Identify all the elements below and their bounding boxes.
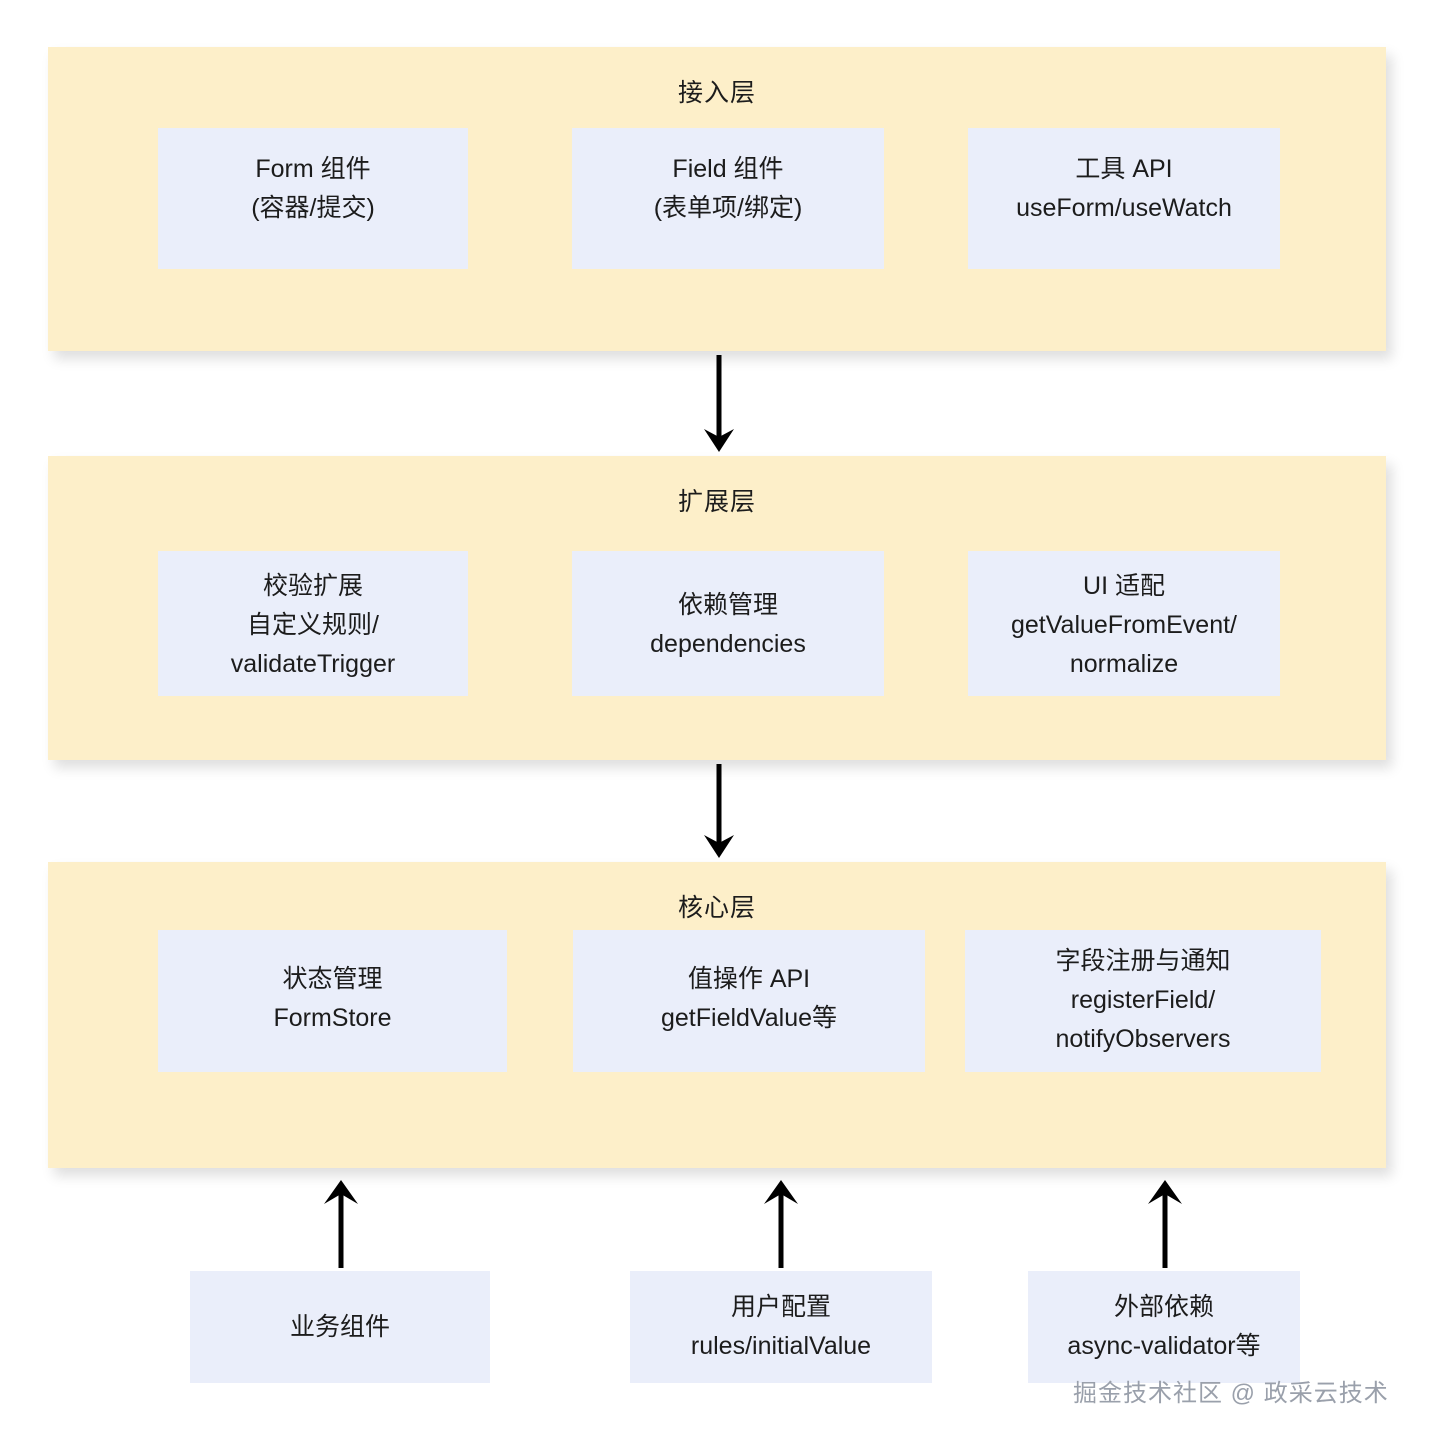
source-line-1: 业务组件: [289, 1312, 390, 1341]
module-line-2: FormStore: [273, 1004, 392, 1032]
module-value-operation-api: 值操作 API getFieldValue等: [573, 930, 925, 1072]
module-line-1: Field 组件: [672, 155, 784, 183]
module-line-1: UI 适配: [1083, 572, 1165, 600]
module-tool-api: 工具 API useForm/useWatch: [968, 128, 1280, 269]
module-field-register-notify: 字段注册与通知 registerField/ notifyObservers: [965, 930, 1321, 1072]
module-dependency-management: 依赖管理 dependencies: [572, 551, 884, 696]
source-line-2: async-validator等: [1067, 1332, 1261, 1360]
module-line-2: (容器/提交): [251, 194, 375, 222]
module-line-1: 校验扩展: [262, 572, 363, 600]
arrow-external-to-core-icon: [1148, 1180, 1182, 1268]
source-line-1: 用户配置: [730, 1293, 831, 1321]
module-line-2: (表单项/绑定): [653, 194, 803, 222]
layer-title-access: 接入层: [677, 79, 756, 107]
module-line-3: validateTrigger: [230, 650, 396, 678]
source-external-dependency: 外部依赖 async-validator等: [1028, 1271, 1300, 1383]
arrow-config-to-core-icon: [764, 1180, 798, 1268]
module-line-2: dependencies: [650, 630, 806, 658]
module-line-1: Form 组件: [255, 155, 371, 183]
module-validation-extension: 校验扩展 自定义规则/ validateTrigger: [158, 551, 468, 696]
module-state-management: 状态管理 FormStore: [158, 930, 507, 1072]
layer-panel-core: 核心层 状态管理 FormStore 值操作 API getFieldValue…: [48, 862, 1386, 1168]
layer-title-core: 核心层: [677, 894, 756, 922]
source-line-2: rules/initialValue: [690, 1332, 872, 1360]
layer-panel-extension: 扩展层 校验扩展 自定义规则/ validateTrigger 依赖管理 dep…: [48, 456, 1386, 760]
module-line-1: 依赖管理: [677, 591, 778, 619]
module-line-2: 自定义规则/: [247, 611, 379, 639]
module-line-1: 值操作 API: [687, 965, 811, 993]
module-line-2: registerField/: [1070, 986, 1216, 1014]
layer-panel-access: 接入层 Form 组件 (容器/提交) Field 组件 (表单项/绑定) 工具…: [48, 47, 1386, 351]
module-line-2: useForm/useWatch: [1016, 194, 1232, 222]
module-line-1: 字段注册与通知: [1055, 947, 1231, 975]
module-line-1: 状态管理: [282, 965, 383, 993]
arrow-business-to-core-icon: [324, 1180, 358, 1268]
watermark-text: 掘金技术社区 @ 政采云技术: [1073, 1380, 1389, 1407]
module-line-2: getValueFromEvent/: [1010, 611, 1238, 639]
arrow-extension-to-core-icon: [704, 764, 734, 858]
module-line-3: normalize: [1069, 650, 1179, 678]
module-ui-adaptation: UI 适配 getValueFromEvent/ normalize: [968, 551, 1280, 696]
arrow-access-to-extension-icon: [704, 355, 734, 452]
module-form-component: Form 组件 (容器/提交): [158, 128, 468, 269]
source-user-config: 用户配置 rules/initialValue: [630, 1271, 932, 1383]
module-line-2: getFieldValue等: [660, 1004, 838, 1032]
source-line-1: 外部依赖: [1113, 1293, 1214, 1321]
module-line-3: notifyObservers: [1055, 1025, 1231, 1053]
module-line-1: 工具 API: [1075, 155, 1173, 183]
module-field-component: Field 组件 (表单项/绑定): [572, 128, 884, 269]
layer-title-extension: 扩展层: [677, 488, 756, 516]
source-business-component: 业务组件: [190, 1271, 490, 1383]
